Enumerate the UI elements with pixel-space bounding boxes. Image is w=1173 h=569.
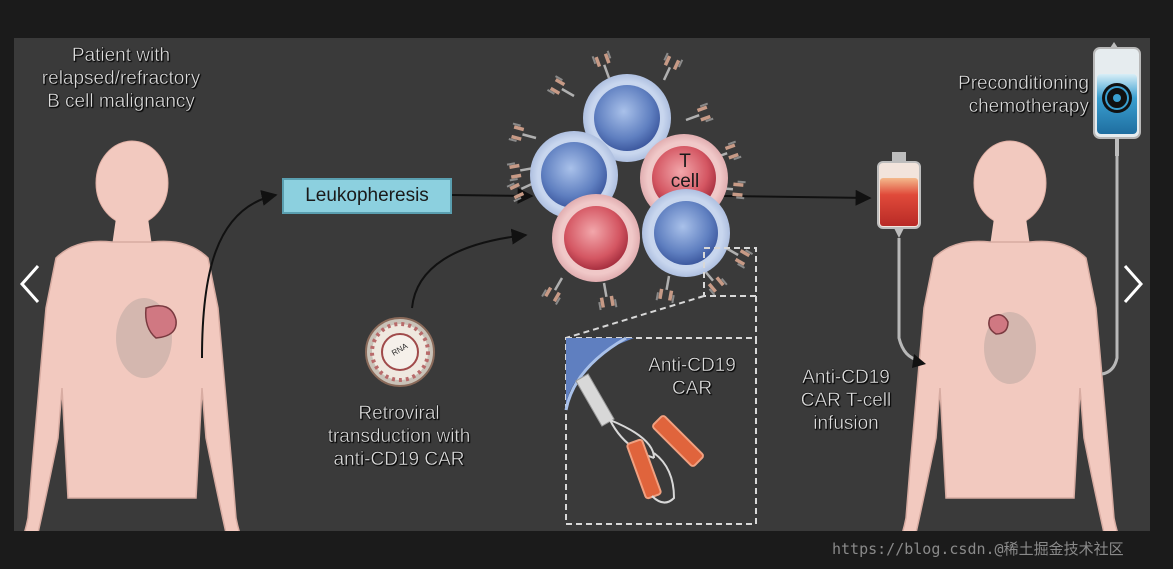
chevron-left-icon bbox=[19, 265, 40, 303]
caption-infusion-line-3: infusion bbox=[813, 413, 879, 434]
caption-patient-line-3: B cell malignancy bbox=[47, 91, 195, 112]
caption-car-line-1: Anti-CD19 bbox=[648, 355, 736, 376]
caption-patient-line-1: Patient with bbox=[71, 45, 171, 66]
caption-retroviral-line-3: anti-CD19 CAR bbox=[333, 449, 465, 470]
watermark-text: https://blog.csdn.@稀土掘金技术社区 bbox=[832, 540, 1124, 558]
next-image-button[interactable] bbox=[1121, 262, 1145, 306]
caption-preconditioning-line-1: Preconditioning bbox=[958, 73, 1089, 94]
patient-left-figure bbox=[14, 140, 259, 531]
diagram-canvas bbox=[14, 42, 1141, 531]
t-cell-label-line-1: T bbox=[679, 151, 691, 172]
caption-preconditioning-line-2: chemotherapy bbox=[968, 96, 1089, 117]
zoom-callout bbox=[565, 247, 757, 525]
caption-retroviral: Retroviral transduction with anti-CD19 C… bbox=[304, 402, 494, 471]
caption-retroviral-line-1: Retroviral bbox=[358, 403, 440, 424]
organ-icon bbox=[144, 305, 177, 339]
caption-car-line-2: CAR bbox=[671, 378, 713, 399]
car-t-cell-bag-icon bbox=[877, 152, 926, 368]
car-construct-icon bbox=[564, 336, 704, 504]
caption-infusion-line-1: Anti-CD19 bbox=[802, 367, 890, 388]
t-cell-label-line-2: cell bbox=[670, 171, 700, 192]
caption-patient-line-2: relapsed/refractory bbox=[41, 68, 201, 89]
car-t-therapy-diagram: Patient with relapsed/refractory B cell … bbox=[14, 38, 1150, 531]
patient-right-figure bbox=[883, 140, 1137, 531]
caption-car: Anti-CD19 CAR bbox=[632, 354, 752, 400]
arrow-patient-to-leukopheresis bbox=[201, 190, 278, 359]
arrow-cells-to-bag bbox=[723, 189, 872, 206]
caption-retroviral-line-2: transduction with bbox=[327, 426, 471, 447]
cell-cluster bbox=[530, 74, 730, 282]
t-cell-label: T cell bbox=[665, 152, 705, 192]
caption-infusion-line-2: CAR T-cell bbox=[800, 390, 892, 411]
chevron-right-icon bbox=[1123, 265, 1144, 303]
chemotherapy-bag-icon bbox=[1093, 42, 1141, 376]
leukopheresis-box: Leukopheresis bbox=[282, 178, 452, 214]
caption-preconditioning: Preconditioning chemotherapy bbox=[919, 72, 1089, 118]
caption-patient: Patient with relapsed/refractory B cell … bbox=[16, 44, 226, 113]
arrow-virus-to-cells bbox=[411, 228, 528, 309]
retrovirus-icon bbox=[365, 317, 435, 387]
caption-infusion: Anti-CD19 CAR T-cell infusion bbox=[791, 366, 901, 435]
previous-image-button[interactable] bbox=[18, 262, 42, 306]
